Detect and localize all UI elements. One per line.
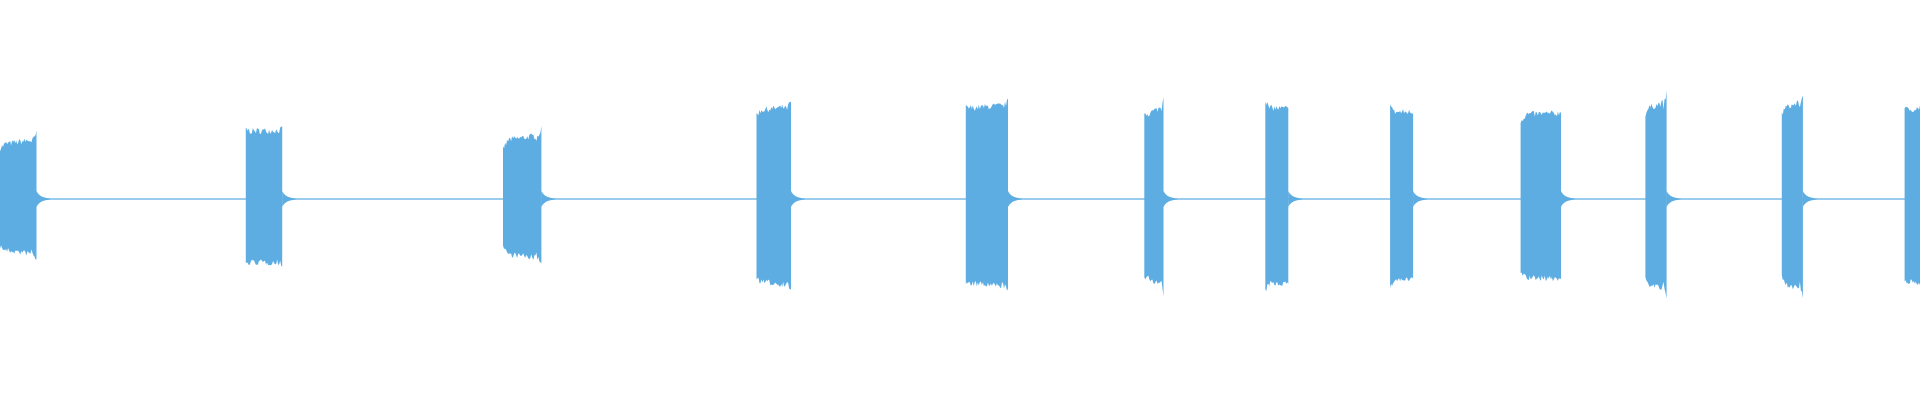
waveform-decay-3 [541,191,556,207]
waveform-burst-10 [1645,90,1667,299]
waveform-decay-11 [1802,191,1817,207]
waveform-burst-3 [503,125,542,264]
waveform-burst-8 [1390,104,1414,289]
waveform-burst-12 [1904,105,1920,286]
waveform-burst-7 [1265,101,1289,292]
waveform-decay-6 [1163,191,1178,207]
waveform-burst-4 [756,101,791,290]
waveform-decay-7 [1288,191,1303,207]
waveform-decay-8 [1413,191,1428,207]
waveform-burst-2 [245,125,283,267]
waveform-burst-5 [965,98,1008,291]
waveform-decay-2 [282,191,297,207]
waveform-burst-9 [1520,110,1561,282]
waveform-decay-4 [791,191,805,207]
waveform-burst-11 [1781,95,1803,299]
waveform-decay-9 [1561,191,1575,207]
waveform-decay-10 [1666,191,1681,207]
waveform-burst-6 [1144,97,1164,297]
waveform-decay-1 [36,191,51,207]
waveform-decay-5 [1008,191,1022,207]
waveform-burst-1 [0,130,37,260]
